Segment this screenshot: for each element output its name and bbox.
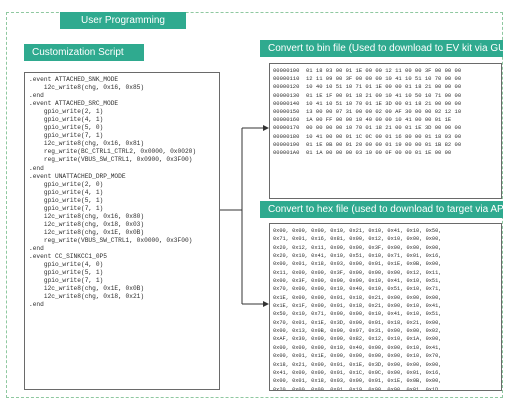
bin-line: 00000160 1A 00 FF 00 00 10 40 00 00 10 4… (273, 116, 452, 124)
hex-file-panel: 0x00, 0x00, 0x00, 0x10, 0x21, 0x10, 0x41… (269, 223, 502, 391)
hex-line: 0x20, 0x12, 0x11, 0x09, 0x00, 0x3F, 0x00… (273, 244, 442, 251)
script-line: gpio_write(7, 1) (29, 277, 104, 285)
script-line: gpio_write(7, 1) (29, 132, 104, 140)
hex-line: 0x71, 0x01, 0x16, 0x81, 0x00, 0x12, 0x10… (273, 236, 442, 243)
customization-script-panel: .event ATTACHED_SNK_MODE i2c_write8(chg,… (24, 72, 220, 390)
bin-line: 00000100 01 18 03 00 01 1E 00 00 12 11 0… (273, 67, 462, 74)
hex-line: 0x20, 0x10, 0x41, 0x10, 0x51, 0x10, 0x71… (273, 253, 442, 260)
hex-line: 0x00, 0x00, 0x00, 0x10, 0x40, 0x00, 0x00… (273, 344, 442, 351)
hex-line: 0x00, 0x01, 0x1E, 0x00, 0x00, 0x00, 0x00… (273, 353, 442, 360)
bin-line: 00000170 00 00 00 00 10 70 01 18 21 00 0… (273, 124, 462, 132)
connector-trunk (220, 128, 243, 304)
script-line: .end (29, 301, 44, 309)
hex-line: 0x00, 0x00, 0x00, 0x10, 0x21, 0x10, 0x41… (273, 228, 442, 234)
hex-line: 0x1E, 0x1F, 0x00, 0x01, 0x18, 0x21, 0x00… (273, 303, 442, 310)
script-line: gpio_write(4, 1) (29, 116, 104, 124)
bin-line: 00000130 01 1E 1F 00 01 18 21 00 10 41 1… (273, 91, 462, 99)
script-line: i2c_write8(chg, 0x16, 0x85) (29, 84, 145, 92)
script-line: .event UNATTACHED_DRP_MODE (29, 172, 126, 180)
script-line: reg_write(VBUS_SW_CTRL1, 0x0000, 0x3F00) (29, 236, 193, 244)
bin-line: 00000150 13 00 00 07 31 00 00 02 00 AF 3… (273, 108, 462, 116)
bin-line: 00000190 01 1E 0B 00 01 20 00 00 01 19 0… (273, 140, 462, 148)
script-line: gpio_write(2, 0) (29, 180, 104, 188)
script-line: gpio_write(5, 1) (29, 196, 104, 204)
script-line: i2c_write8(chg, 0x1E, 0x0B) (29, 228, 145, 236)
bin-line: 000001A0 01 1A 00 00 00 03 10 00 0F 00 0… (273, 149, 452, 157)
hex-title: Convert to hex file (used to download to… (260, 201, 507, 218)
script-line: i2c_write8(chg, 0x1E, 0x0B) (29, 285, 145, 293)
script-line: .event ATTACHED_SRC_MODE (29, 100, 119, 108)
script-line: reg_write(BC_CTRL1_CTRL2, 0x0000, 0x0020… (29, 148, 197, 156)
bin-line: 00000120 10 40 10 51 10 71 01 1E 00 00 0… (273, 83, 462, 91)
script-line: i2c_write8(chg, 0x18, 0x03) (29, 220, 145, 228)
script-line: .end (29, 164, 44, 172)
script-title: Customization Script (24, 44, 144, 61)
hex-line: 0xAF, 0x30, 0x00, 0x00, 0x82, 0x12, 0x10… (273, 336, 442, 343)
script-line: gpio_write(7, 1) (29, 204, 104, 212)
hex-line: 0x00, 0x13, 0x0B, 0x00, 0x07, 0x31, 0x00… (273, 328, 442, 335)
hex-line: 0x20, 0x00, 0x00, 0x01, 0x19, 0x00, 0x00… (273, 386, 442, 391)
bin-line: 00000180 10 41 00 00 01 1C 0C 00 01 16 8… (273, 132, 462, 140)
script-line: gpio_write(4, 0) (29, 261, 104, 269)
hex-line: 0x00, 0x3F, 0x00, 0x00, 0x00, 0x10, 0x41… (273, 278, 442, 285)
hex-line: 0x70, 0x01, 0x1E, 0x3D, 0x00, 0x01, 0x18… (273, 319, 442, 326)
script-line: gpio_write(4, 1) (29, 188, 104, 196)
bin-line: 00000140 10 41 10 51 10 70 01 1E 3D 00 0… (273, 99, 462, 107)
script-line: .event CC_SINKCC1_0P5 (29, 253, 107, 261)
bin-line: 00000110 12 11 09 00 3F 00 00 00 10 41 1… (273, 75, 462, 83)
bin-file-panel: 00000100 01 18 03 00 01 1E 00 00 12 11 0… (269, 63, 502, 199)
script-line: reg_write(VBUS_SW_CTRL1, 0x0900, 0x3F00) (29, 156, 193, 164)
script-line: gpio_write(5, 0) (29, 124, 104, 132)
script-line: i2c_write8(chg, 0x16, 0x81) (29, 140, 145, 148)
hex-line: 0x00, 0x01, 0x18, 0x03, 0x00, 0x01, 0x1E… (273, 378, 442, 385)
main-title: User Programming (60, 12, 186, 29)
hex-line: 0x00, 0x01, 0x18, 0x03, 0x00, 0x01, 0x1E… (273, 261, 442, 268)
hex-line: 0x41, 0x00, 0x00, 0x01, 0x1C, 0x0C, 0x00… (273, 369, 442, 376)
script-line: .event ATTACHED_SNK_MODE (29, 76, 119, 83)
bin-title: Convert to bin file (Used to download to… (260, 40, 510, 57)
hex-line: 0x1E, 0x00, 0x00, 0x01, 0x18, 0x21, 0x00… (273, 294, 442, 301)
hex-line: 0x18, 0x21, 0x00, 0x01, 0x1E, 0x3D, 0x00… (273, 361, 442, 368)
script-line: i2c_write8(chg, 0x16, 0x80) (29, 212, 145, 220)
script-line: i2c_write8(chg, 0x18, 0x21) (29, 293, 145, 301)
script-line: .end (29, 92, 44, 100)
hex-line: 0x11, 0x00, 0x00, 0x3F, 0x00, 0x00, 0x00… (273, 269, 442, 276)
hex-line: 0x70, 0x00, 0x00, 0x10, 0x40, 0x10, 0x51… (273, 286, 442, 293)
script-line: gpio_write(2, 1) (29, 108, 104, 116)
script-line: .end (29, 244, 44, 252)
script-line: gpio_write(5, 1) (29, 269, 104, 277)
hex-line: 0x50, 0x10, 0x71, 0x00, 0x00, 0x10, 0x41… (273, 311, 442, 318)
